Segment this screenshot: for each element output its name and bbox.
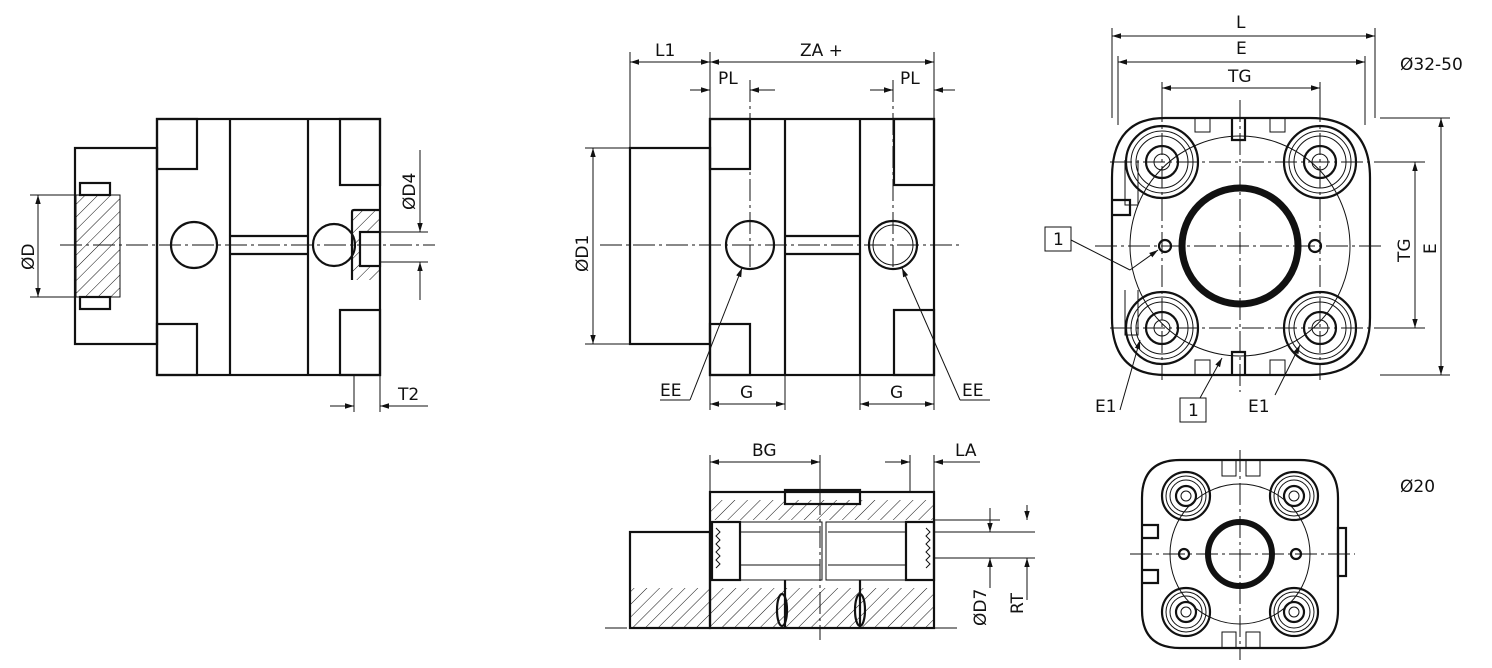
e1-right-label: E1 (1248, 397, 1270, 417)
l-label: L (1236, 13, 1246, 33)
pl-right-label: PL (900, 69, 920, 89)
side-view-left: ØD ØD4 T2 (19, 117, 435, 412)
t2-label: T2 (397, 385, 419, 405)
size-large-label: Ø32-50 (1400, 55, 1463, 75)
dia-d4-label: ØD4 (400, 173, 420, 210)
tg-top-label: TG (1227, 67, 1252, 87)
l1-label: L1 (655, 41, 675, 61)
g-left-label: G (740, 383, 753, 403)
e-top-label: E (1236, 39, 1247, 59)
dia-d-label: ØD (19, 244, 39, 270)
section-view-bottom: BG LA ØD7 RT (605, 441, 1035, 640)
e-side-label: E (1421, 243, 1441, 254)
dia-d7-label: ØD7 (971, 589, 991, 626)
dia-d1-label: ØD1 (573, 235, 593, 272)
pl-left-label: PL (718, 69, 738, 89)
size-small-label: Ø20 (1400, 477, 1435, 497)
la-label: LA (955, 441, 977, 461)
end-view-small: Ø20 (1130, 450, 1435, 660)
side-view-middle: L1 ZA + PL PL ØD1 EE EE G G (573, 41, 990, 410)
za-label: ZA + (800, 41, 843, 61)
item-1-label-b: 1 (1188, 401, 1199, 421)
end-view-large: L E TG TG E Ø32-50 1 1 E1 E1 (1044, 13, 1463, 423)
bg-label: BG (752, 441, 777, 461)
ee-left-label: EE (660, 381, 681, 401)
e1-left-label: E1 (1095, 397, 1117, 417)
g-right-label: G (890, 383, 903, 403)
item-1-label-a: 1 (1053, 230, 1064, 250)
ee-right-label: EE (962, 381, 983, 401)
rt-label: RT (1008, 592, 1028, 614)
tg-side-label: TG (1395, 238, 1415, 263)
